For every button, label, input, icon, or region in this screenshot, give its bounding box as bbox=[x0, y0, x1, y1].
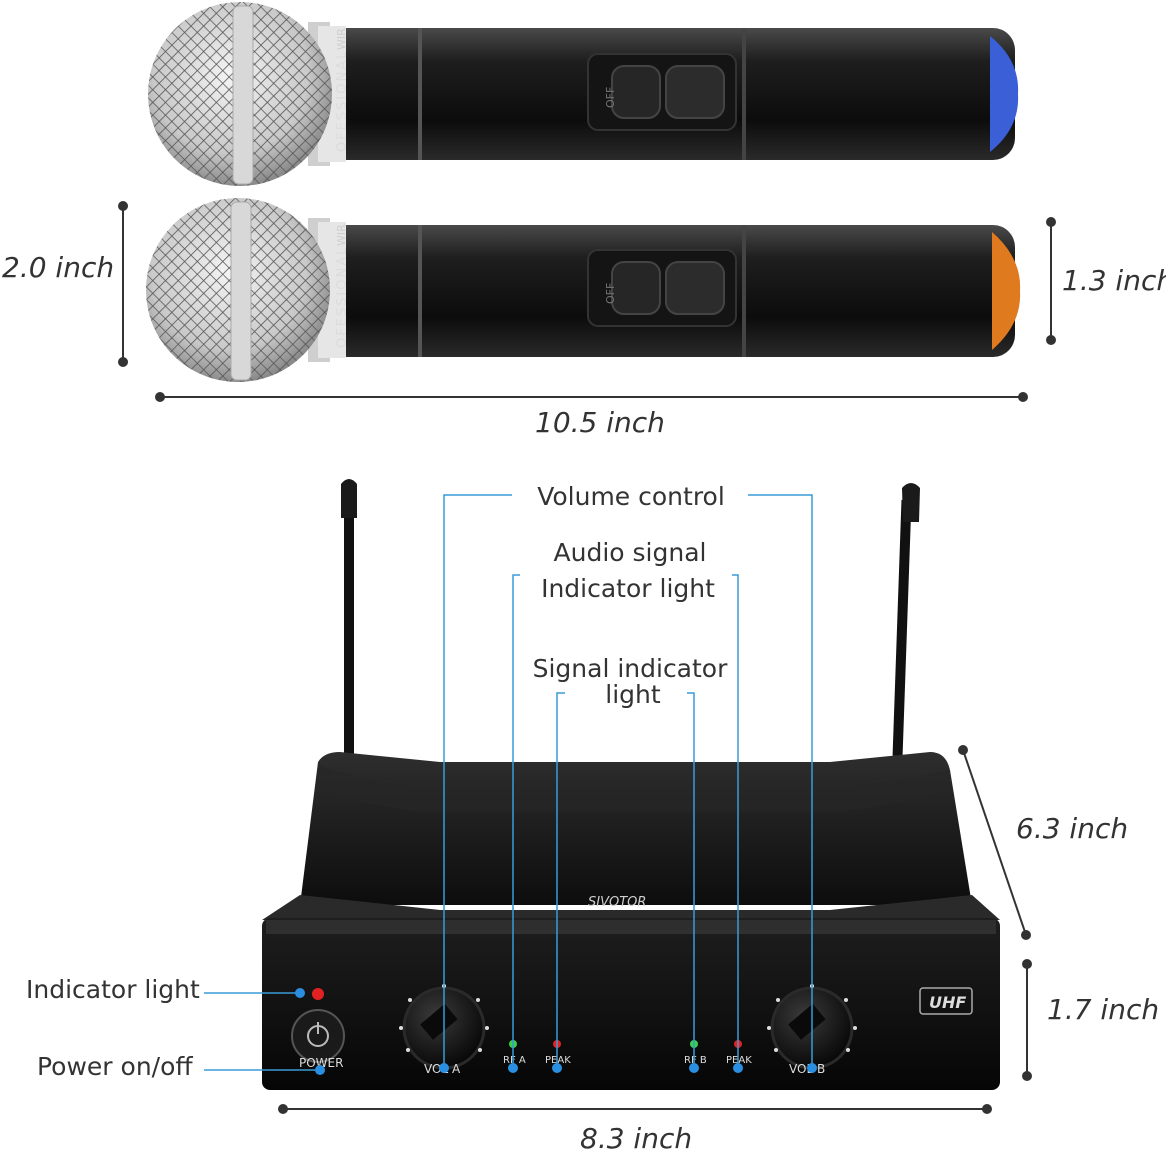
mic-1-switch-text: OFF bbox=[604, 87, 617, 108]
callout-power-on-off: Power on/off bbox=[37, 1052, 193, 1081]
mic-2-handle-text-short: WIR bbox=[335, 224, 348, 246]
mic-length-label: 10.5 inch bbox=[535, 406, 665, 439]
rf-b-label: RF B bbox=[684, 1055, 707, 1066]
peak-b-label: PEAK bbox=[726, 1055, 752, 1066]
callout-volume-control: Volume control bbox=[537, 482, 725, 511]
peak-a-label: PEAK bbox=[545, 1055, 571, 1066]
callout-audio-signal-line2: Indicator light bbox=[541, 574, 715, 603]
mic-1-handle-text-short: WIR bbox=[335, 28, 348, 50]
callout-dots bbox=[295, 988, 817, 1075]
receiver-height-label: 1.7 inch bbox=[1047, 993, 1160, 1026]
mic-diameter-label: 1.3 inch bbox=[1062, 264, 1166, 297]
dimension-lines-receiver bbox=[278, 745, 1032, 1114]
mic-2-switch-text: OFF bbox=[604, 283, 617, 304]
receiver bbox=[262, 479, 1000, 1090]
mic-2-handle-text: OFESSIONAL bbox=[335, 246, 350, 348]
callout-lines bbox=[204, 494, 813, 1071]
callout-indicator-light: Indicator light bbox=[26, 975, 200, 1004]
receiver-depth-label: 6.3 inch bbox=[1016, 812, 1129, 845]
microphone-orange bbox=[146, 198, 1021, 382]
receiver-band-badge: UHF bbox=[929, 993, 966, 1012]
receiver-width-label: 8.3 inch bbox=[580, 1122, 693, 1155]
callout-signal-indicator-line1: Signal indicator bbox=[532, 654, 728, 683]
dimension-lines-microphones bbox=[118, 201, 1056, 402]
mic-1-handle-text: OFESSIONAL bbox=[335, 50, 350, 152]
power-label: POWER bbox=[299, 1056, 343, 1070]
callout-audio-signal-line1: Audio signal bbox=[553, 538, 707, 567]
receiver-brand: SIVOTOR bbox=[588, 895, 646, 910]
rf-a-label: RF A bbox=[503, 1055, 526, 1066]
callout-signal-indicator-line2: light bbox=[605, 680, 661, 709]
microphone-blue bbox=[148, 2, 1019, 186]
vol-b-label: VOL B bbox=[789, 1062, 825, 1076]
mic-height-label: 2.0 inch bbox=[2, 251, 115, 284]
